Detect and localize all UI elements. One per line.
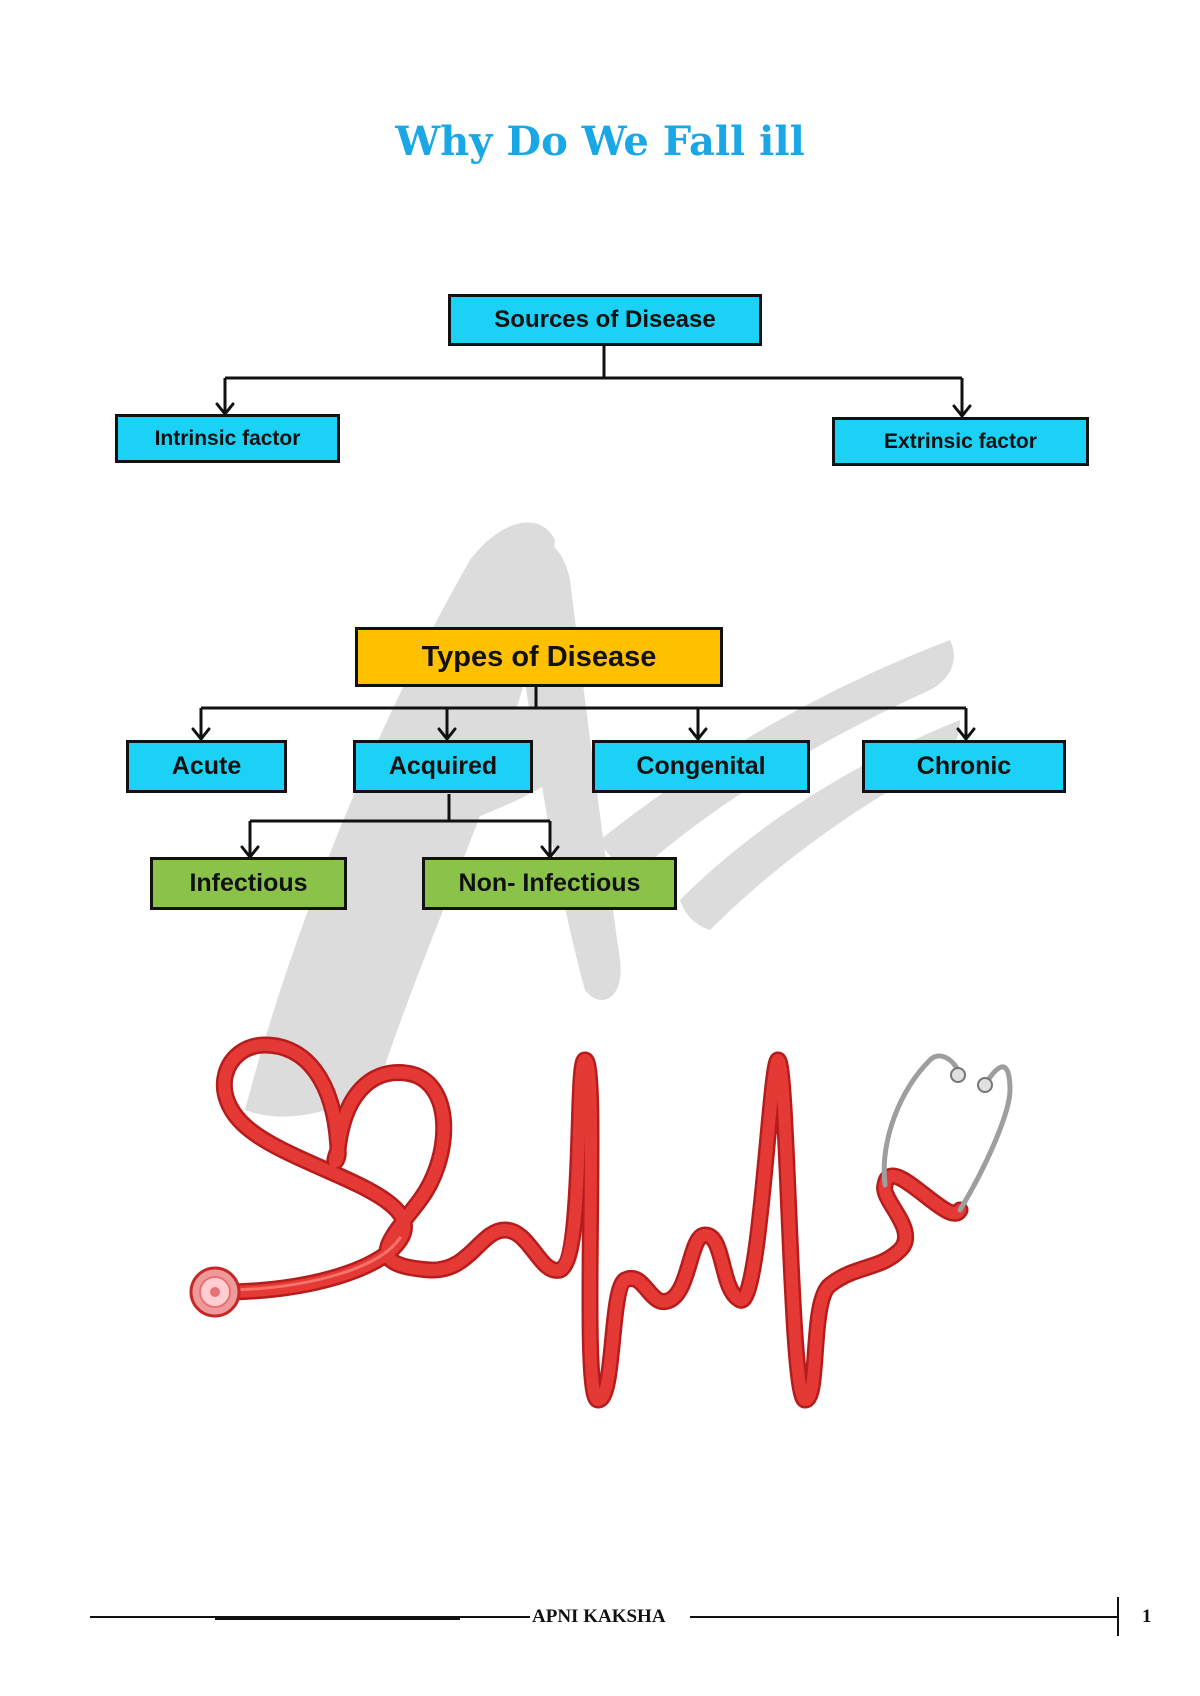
acquired-label: Acquired — [388, 752, 498, 780]
chronic-label: Chronic — [916, 752, 1012, 780]
infectious-label: Infectious — [189, 869, 308, 897]
congenital-box: Congenital — [592, 740, 810, 793]
footer-brand-label: APNI KAKSHA — [532, 1606, 666, 1627]
non-infectious-box: Non- Infectious — [422, 857, 677, 910]
acquired-box: Acquired — [353, 740, 533, 793]
types-of-disease-box: Types of Disease — [355, 627, 723, 687]
extrinsic-factor-label: Extrinsic factor — [884, 429, 1037, 453]
intrinsic-factor-label: Intrinsic factor — [154, 426, 301, 450]
sources-of-disease-box: Sources of Disease — [448, 294, 762, 346]
acute-box: Acute — [126, 740, 287, 793]
types-of-disease-label: Types of Disease — [421, 640, 657, 673]
non-infectious-label: Non- Infectious — [458, 869, 641, 897]
page-title: Why Do We Fall ill — [395, 118, 805, 165]
infectious-box: Infectious — [150, 857, 347, 910]
congenital-label: Congenital — [636, 752, 766, 780]
extrinsic-factor-box: Extrinsic factor — [832, 417, 1089, 466]
sources-of-disease-label: Sources of Disease — [494, 306, 716, 333]
acute-label: Acute — [171, 752, 242, 780]
page-number: 1 — [1142, 1606, 1152, 1627]
chronic-box: Chronic — [862, 740, 1066, 793]
intrinsic-factor-box: Intrinsic factor — [115, 414, 340, 463]
